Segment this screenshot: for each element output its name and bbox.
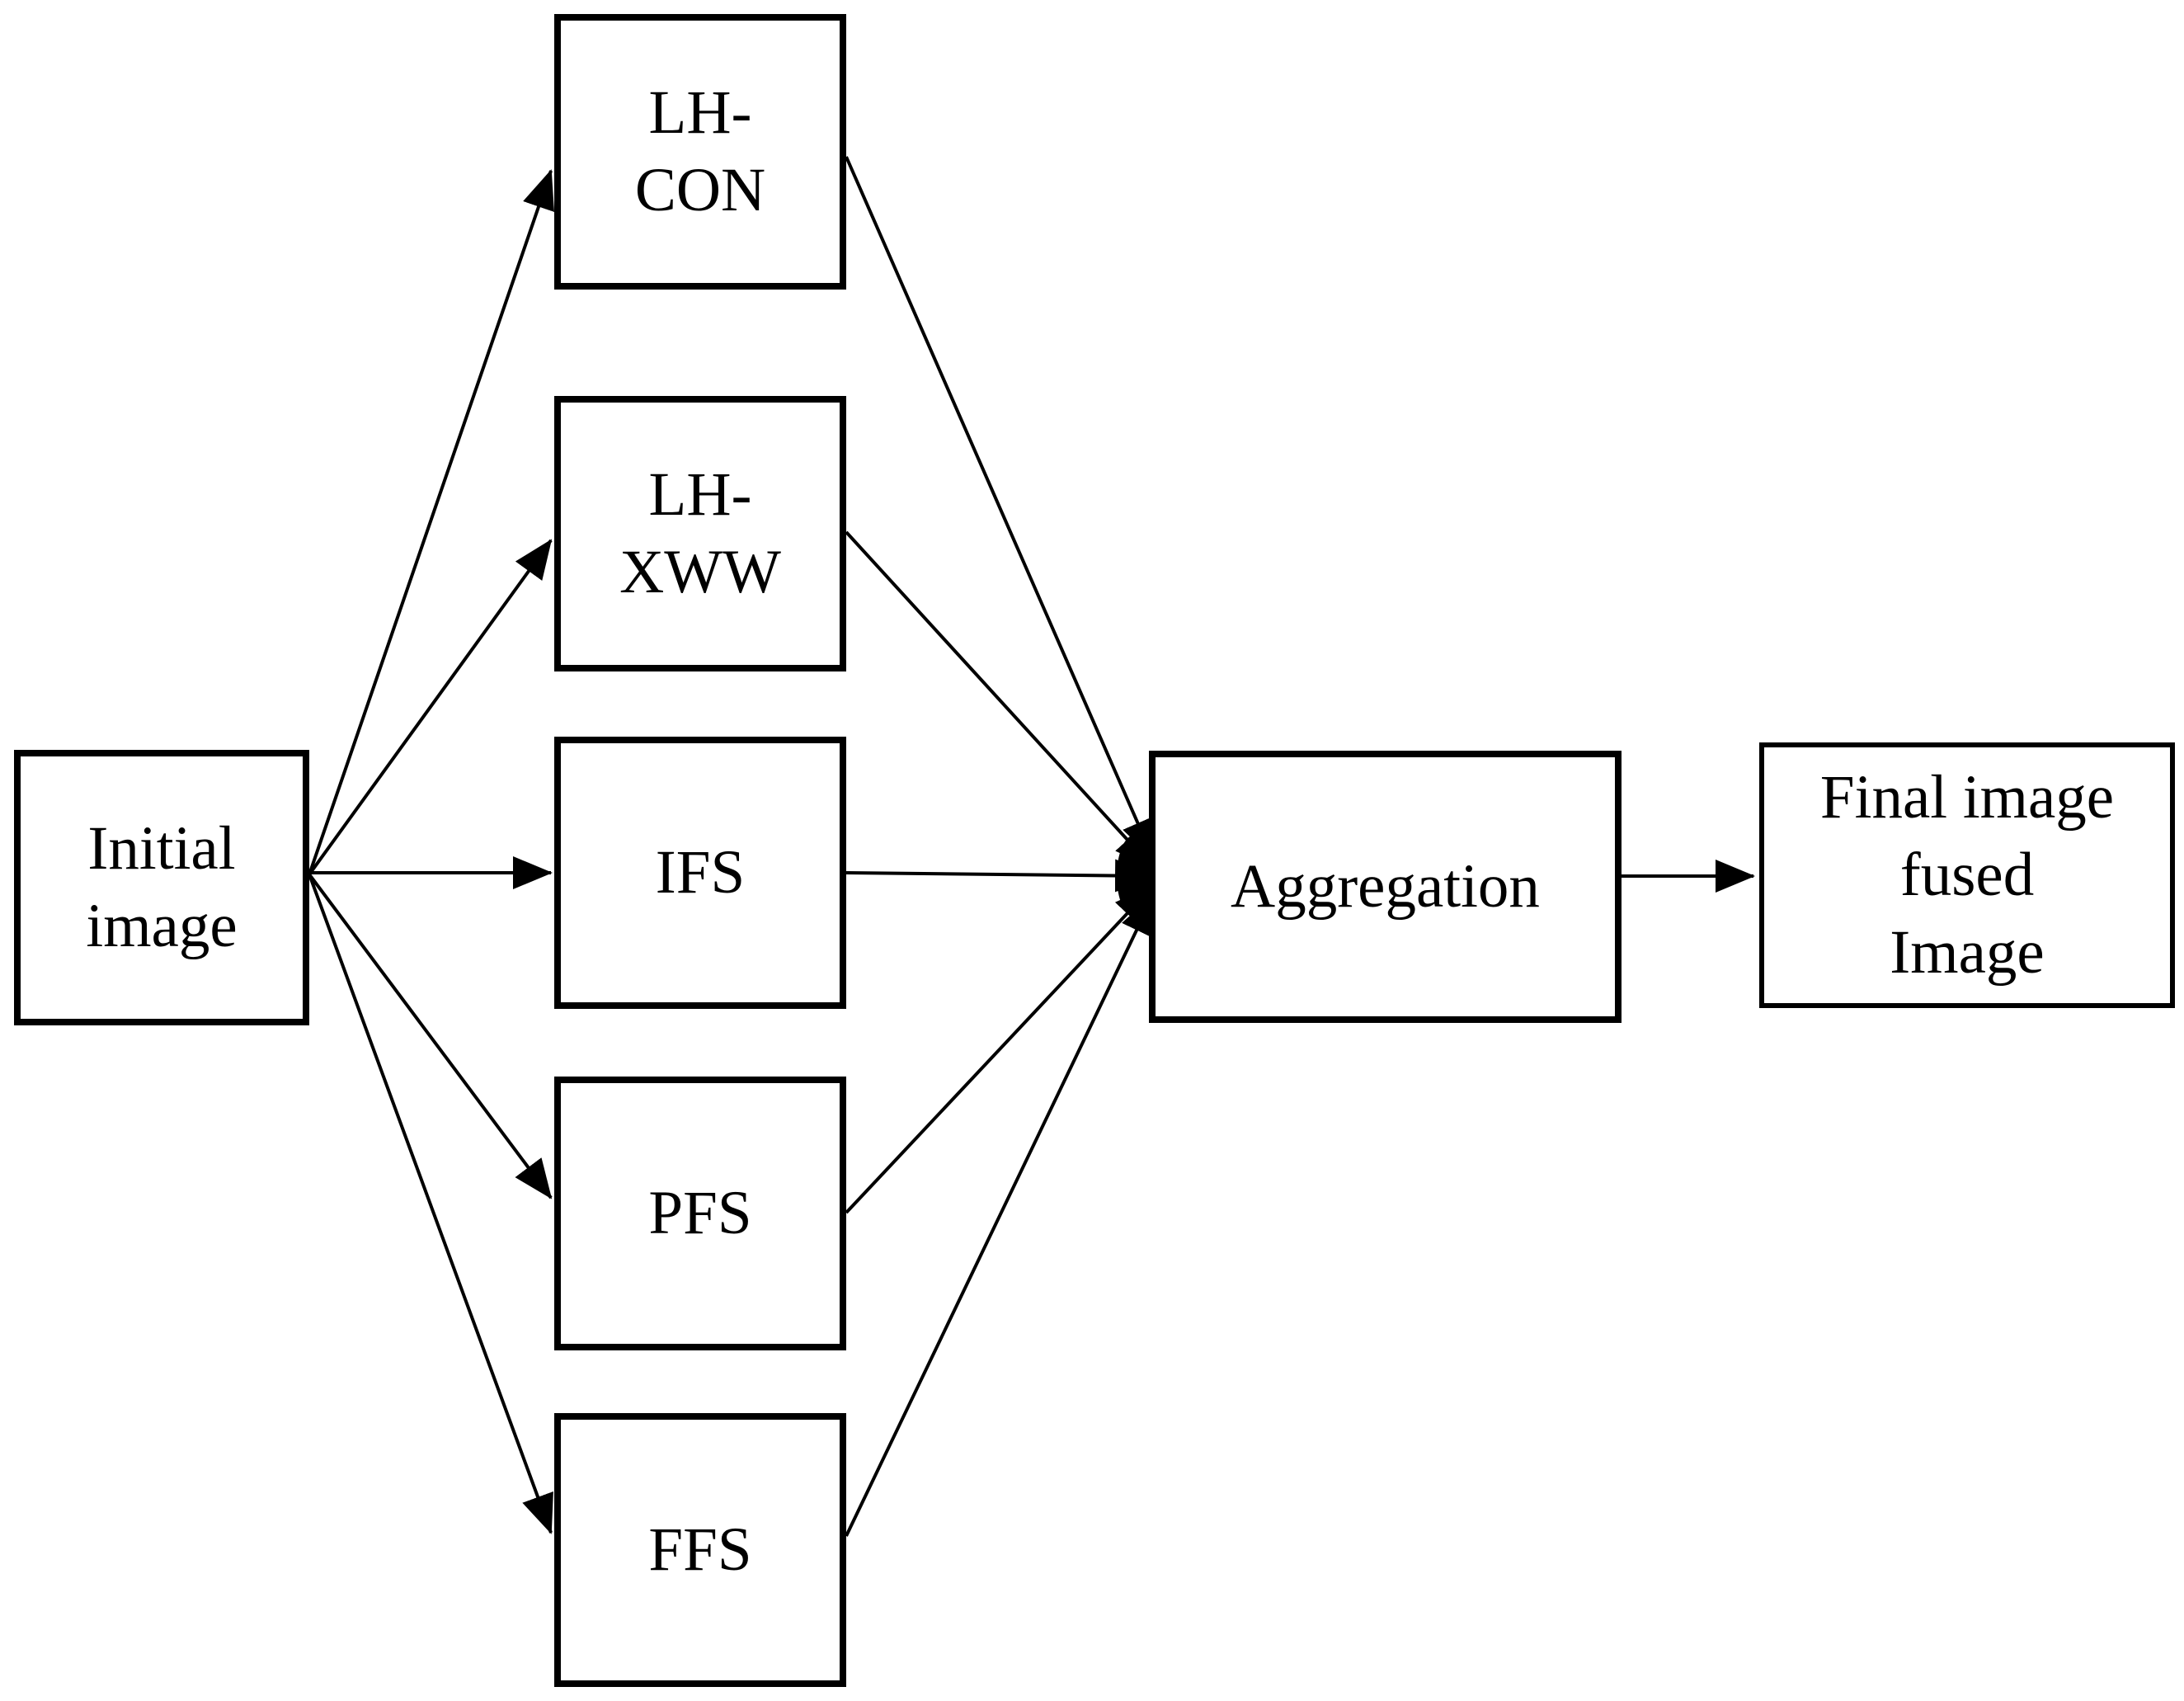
node-lh-con: LH- CON	[554, 14, 846, 290]
node-label-line: FFS	[648, 1515, 752, 1585]
node-ifs: IFS	[554, 737, 846, 1009]
node-label-line: Initial	[87, 814, 236, 883]
node-label-line: LH-	[648, 460, 752, 530]
node-initial-image: Initial image	[14, 750, 309, 1025]
edge-initial-to-pfs	[308, 873, 553, 1199]
edge-lh-xww-to-aggregation	[845, 530, 1155, 869]
node-label-line: PFS	[648, 1179, 752, 1248]
node-lh-con-label: LH- CON	[635, 74, 765, 229]
edge-initial-to-lh-xww	[308, 539, 553, 876]
node-label-line: Image	[1890, 917, 2045, 987]
arrowhead-cluster-blob	[1117, 835, 1153, 917]
node-label-line: fused	[1899, 841, 2035, 910]
node-final-image: Final image fused Image	[1759, 742, 2175, 1008]
node-label-line: IFS	[655, 838, 746, 907]
node-ffs: FFS	[554, 1413, 846, 1687]
node-aggregation: Aggregation	[1149, 751, 1622, 1023]
edge-ifs-to-aggregation	[845, 859, 1155, 893]
node-label-line: Final image	[1819, 763, 2115, 832]
node-aggregation-label: Aggregation	[1231, 848, 1540, 926]
edge-pfs-to-aggregation	[845, 884, 1155, 1214]
node-lh-xww-label: LH- XWW	[619, 456, 781, 611]
node-label-line: LH-	[648, 78, 752, 148]
edge-initial-to-ffs	[308, 874, 553, 1534]
node-label-line: Aggregation	[1231, 852, 1540, 921]
node-ffs-label: FFS	[648, 1511, 751, 1589]
edge-initial-to-lh-con	[308, 169, 554, 875]
edge-ffs-to-aggregation	[845, 894, 1155, 1537]
node-pfs: PFS	[554, 1077, 846, 1350]
node-pfs-label: PFS	[648, 1175, 751, 1252]
node-final-image-label: Final image fused Image	[1820, 759, 2114, 991]
node-label-line: image	[86, 892, 238, 960]
node-initial-image-label: Initial image	[86, 810, 237, 965]
node-label-line: CON	[634, 156, 766, 224]
node-ifs-label: IFS	[656, 834, 745, 912]
node-label-line: XWW	[619, 538, 781, 606]
node-lh-xww: LH- XWW	[554, 396, 846, 671]
edge-lh-con-to-aggregation	[845, 156, 1155, 860]
